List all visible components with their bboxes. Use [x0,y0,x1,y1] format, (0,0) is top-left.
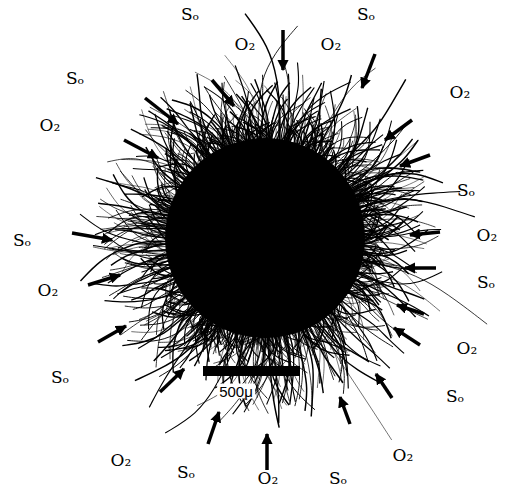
hypha [93,247,176,253]
hypha [157,159,178,190]
hypha [144,293,190,325]
substance-label: Sₒ [177,464,195,481]
hypha [309,326,343,382]
substance-label: Sₒ [357,6,375,23]
scale-bar [203,366,300,376]
substance-label: Sₒ [477,274,495,291]
hypha [351,187,414,202]
substance-label: O₂ [321,36,342,53]
hypha [312,315,369,362]
hypha [220,104,231,152]
hypha [328,312,345,341]
hypha [197,74,218,154]
substance-label: O₂ [40,117,61,134]
hypha [161,313,212,358]
hypha [341,302,346,328]
hypha [280,336,288,390]
substance-label: O₂ [457,340,478,357]
hypha [180,315,214,367]
substance-label: O₂ [258,469,279,486]
hypha [353,257,487,324]
pellet-core [165,138,365,338]
hypha [340,299,404,353]
hypha [99,206,175,233]
substance-label: Sₒ [446,388,464,405]
diffusion-arrows [72,30,440,470]
hypha [266,101,268,142]
hypha [362,253,394,287]
substance-label: Sₒ [329,469,347,486]
hypha [349,280,395,287]
hypha [109,249,172,251]
hyphae [80,14,487,440]
hypha [269,330,279,428]
hypha [96,178,175,208]
hypha [141,265,169,308]
substance-label: O₂ [235,36,256,53]
hypha [344,119,381,177]
hypha [311,108,357,157]
hypha [116,210,168,245]
substance-label: Sₒ [66,70,84,87]
hypha [182,149,189,174]
hypha [311,313,392,440]
hypha [329,309,343,371]
hypha [212,132,226,148]
hypha [322,143,334,160]
substance-label: O₂ [111,452,132,469]
hypha [141,281,177,288]
hypha [118,247,172,254]
hypha [339,304,393,347]
hypha [102,257,171,277]
substance-label: O₂ [393,447,414,464]
substance-label: O₂ [477,227,498,244]
hypha [361,226,391,235]
hypha [307,126,330,151]
hypha [356,272,443,284]
hypha [237,101,256,143]
substance-label: Sₒ [51,369,69,386]
hypha [322,314,381,366]
substance-label: Sₒ [181,6,199,23]
hypha [166,151,187,180]
scale-label: 500μ [217,384,255,399]
substance-label: Sₒ [457,182,475,199]
hypha [168,311,207,349]
substance-label: O₂ [450,84,471,101]
hypha [296,83,322,147]
hypha [195,72,251,141]
substance-label: O₂ [38,282,59,299]
substance-label: Sₒ [13,232,31,249]
hypha [310,327,334,358]
hypha [264,86,285,143]
hypha [163,91,198,166]
hypha [213,336,248,363]
